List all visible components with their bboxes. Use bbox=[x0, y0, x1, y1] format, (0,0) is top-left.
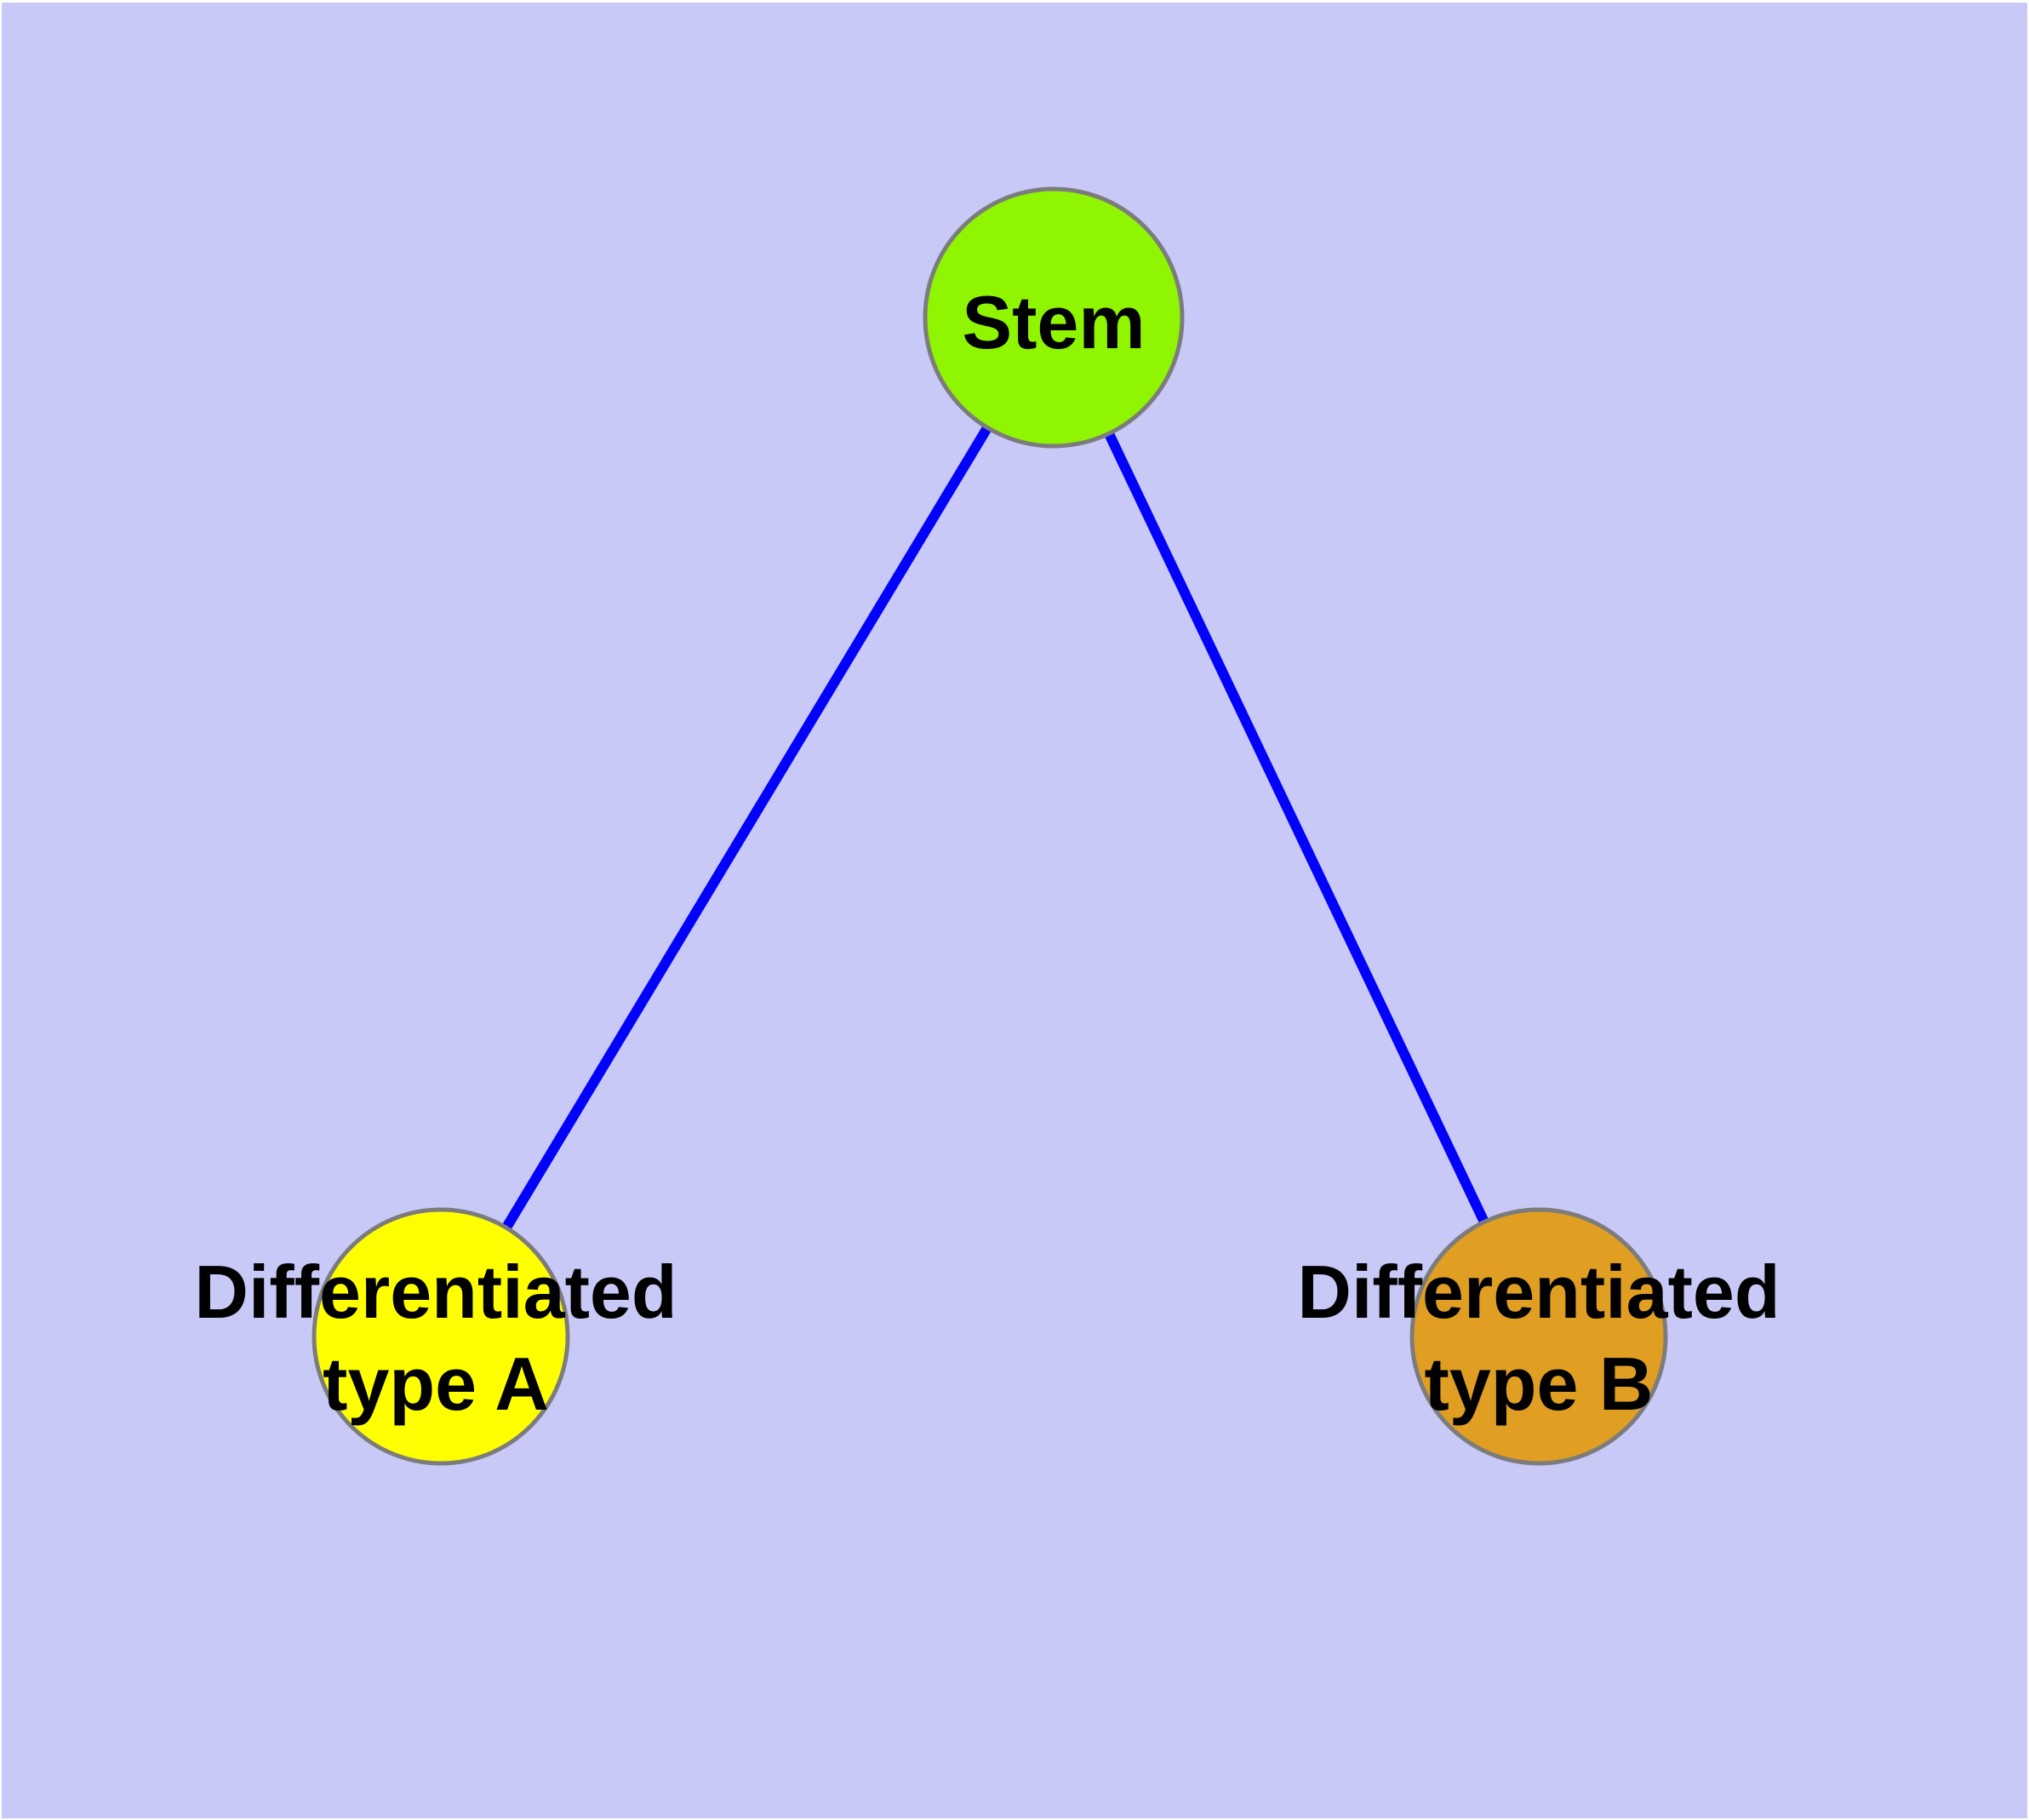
node-stem-circle bbox=[923, 186, 1185, 449]
node-stem-label: Stem bbox=[962, 280, 1145, 364]
node-type-b-label-line1: Differentiated bbox=[1297, 1250, 1780, 1334]
edge-stem-to-type-b bbox=[1049, 315, 1544, 1339]
edge-stem-to-type-a bbox=[436, 314, 1059, 1340]
node-type-a-circle bbox=[311, 1207, 570, 1466]
node-type-b-label-line2: type B bbox=[1425, 1342, 1654, 1426]
node-type-a-label-line1: Differentiated bbox=[194, 1250, 677, 1334]
node-type-a-label-line2: type A bbox=[323, 1342, 549, 1426]
node-type-b-circle bbox=[1409, 1207, 1668, 1466]
